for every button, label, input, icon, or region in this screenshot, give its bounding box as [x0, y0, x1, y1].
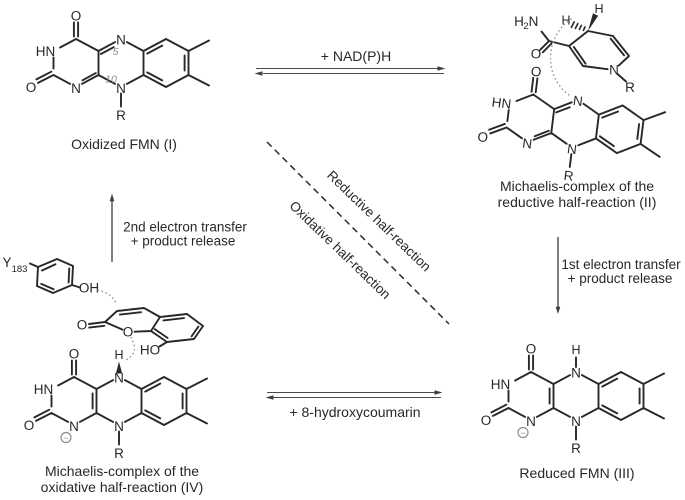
atom-n1-label: N — [71, 81, 81, 96]
atom-n1-label: N — [526, 414, 536, 429]
tyrosine-y183: Y 183 OH — [2, 255, 99, 296]
second-electron-transfer-arrow: 2nd electron transfer + product release — [109, 193, 247, 262]
lactone-o-label: O — [77, 318, 88, 333]
first-electron-label-line2: + product release — [568, 271, 673, 286]
hashed-bond-icon — [570, 21, 586, 32]
caption-michaelis-reductive-line1: Michaelis-complex of the — [500, 178, 654, 194]
caption-michaelis-reductive-line2: reductive half-reaction (II) — [498, 194, 657, 210]
negative-charge-icon — [60, 431, 72, 444]
n5-h-label: H — [114, 348, 123, 362]
arrowhead-right-icon — [437, 66, 446, 71]
phenol-oh-label: OH — [79, 281, 99, 296]
nicotinamide-bonds — [539, 30, 630, 83]
coumarin-bonds — [88, 307, 204, 348]
structure-reduced-fmn-III: O HN O N N N R H − — [481, 342, 665, 456]
negative-charge-icon — [517, 426, 529, 439]
hydrogen-bond-coumarin-flavin — [125, 336, 136, 361]
atom-o4-label: O — [530, 64, 542, 80]
arrowhead-left-icon — [254, 71, 263, 76]
half-reaction-divider — [266, 141, 450, 325]
atom-o2-label: O — [481, 413, 492, 428]
atom-n3h-label: HN — [491, 95, 512, 112]
atom-n5-label: N — [114, 371, 124, 386]
nadph-equilibrium-arrow: + NAD(P)H — [254, 48, 446, 76]
caption-reduced-fmn: Reduced FMN (III) — [519, 465, 634, 481]
structure-michaelis-complex-II: O HN O N N N R — [477, 64, 669, 184]
amide-sub2-label: 2 — [523, 21, 528, 32]
atom-n10-label: N — [116, 81, 126, 96]
atom-o4-label: O — [69, 347, 80, 362]
atom-h-wedge-label: H — [594, 2, 603, 16]
pyridine-n1-label: N — [609, 63, 619, 78]
amide-n-label: N — [529, 14, 539, 29]
hydroxycoumarin-label: + 8-hydroxycoumarin — [289, 404, 420, 420]
atom-n10-label: N — [566, 141, 578, 157]
flavin-bonds — [484, 72, 669, 179]
arrowhead-down-icon — [555, 306, 561, 314]
amide-h-label: H — [514, 14, 524, 29]
caption-michaelis-oxidative-line1: Michaelis-complex of the — [45, 463, 199, 479]
tyrosine-y-label: Y — [2, 255, 11, 270]
phenol-bonds — [29, 258, 81, 294]
structure-michaelis-complex-IV: O HN O N N N R H − — [24, 347, 208, 461]
hydroxycoumarin-equilibrium-arrow: + 8-hydroxycoumarin — [265, 390, 443, 420]
caption-michaelis-oxidative-line2: oxidative half-reaction (IV) — [41, 479, 204, 495]
atom-n3h-label: HN — [36, 44, 56, 59]
negative-charge-minus: − — [520, 428, 525, 438]
position-10-label: 10 — [105, 74, 117, 86]
atom-h-hash-label: H — [561, 14, 570, 28]
atom-n10-label: N — [114, 419, 124, 434]
nad-r-group-label: R — [625, 80, 635, 95]
atom-n1-label: N — [69, 419, 79, 434]
first-electron-label-line1: 1st electron transfer — [561, 257, 681, 272]
negative-charge-minus: − — [63, 433, 68, 443]
atom-o4-label: O — [526, 342, 537, 357]
nadph-label: + NAD(P)H — [321, 48, 391, 64]
arrowhead-up-icon — [109, 193, 115, 202]
atom-n3h-label: HN — [34, 382, 54, 397]
caption-oxidized-fmn: Oxidized FMN (I) — [71, 136, 177, 152]
structure-oxidized-fmn-I: O HN O N N N R 5 10 — [26, 9, 210, 123]
r-group-label: R — [571, 441, 581, 456]
atom-n10-label: N — [571, 414, 581, 429]
atom-o2-label: O — [24, 418, 35, 433]
atom-n5-label: N — [571, 366, 581, 381]
arrowhead-right-icon — [434, 390, 443, 395]
r-group-label: R — [116, 108, 126, 123]
8-hydroxycoumarin: O O HO — [77, 307, 204, 358]
arrowhead-left-icon — [265, 395, 274, 400]
coumarin-ho-label: HO — [140, 343, 160, 358]
atom-n3h-label: HN — [491, 377, 511, 392]
hydrogen-bond-phenol-coumarin — [97, 289, 117, 305]
atom-n1-label: N — [522, 136, 534, 152]
tyrosine-183-label: 183 — [12, 264, 28, 275]
equilibrium-lines — [256, 67, 444, 75]
wedge-bond-icon — [588, 13, 599, 32]
atom-n5-label: N — [116, 33, 126, 48]
atom-o2-label: O — [26, 80, 37, 95]
second-electron-label-line2: + product release — [131, 234, 236, 249]
r-group-label: R — [563, 168, 575, 184]
nicotinamide-nadph: H H H 2 N O N R — [514, 2, 635, 95]
ring-o-label: O — [123, 325, 134, 340]
equilibrium-lines — [267, 391, 441, 399]
position-5-label: 5 — [113, 46, 119, 58]
hydride-transfer-arc — [549, 18, 573, 98]
atom-n5-label: N — [572, 93, 584, 109]
atom-o2-label: O — [477, 129, 489, 145]
amide-o-label: O — [531, 47, 542, 62]
second-electron-label-line1: 2nd electron transfer — [123, 220, 247, 235]
wedge-bond-icon — [115, 361, 123, 374]
atom-o4-label: O — [71, 9, 82, 24]
n5-h-label: H — [571, 343, 580, 357]
first-electron-transfer-arrow: 1st electron transfer + product release — [555, 237, 681, 314]
r-group-label: R — [114, 446, 124, 461]
